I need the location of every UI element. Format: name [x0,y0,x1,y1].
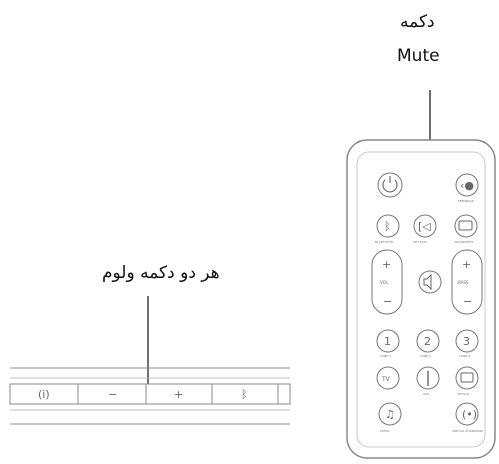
optical-button[interactable] [455,366,479,390]
volume-up-icon: + [382,258,391,271]
optical-duo-button[interactable]: [◁ [413,214,437,238]
tune1-caption: TUNE 1 [379,354,391,358]
tv-button[interactable]: TV [376,366,400,390]
surround-icon: (•) [462,408,477,421]
feedback-button[interactable]: ‹● [455,173,479,197]
mute-button[interactable] [418,270,442,294]
soundbar [9,367,291,425]
volume-down-icon: − [383,295,392,308]
bass-down-icon: − [463,295,472,308]
music-button[interactable]: ♫ [378,402,402,426]
svg-text:2: 2 [424,335,431,348]
vol-label: VOL [380,280,389,285]
bluetooth-button[interactable]: ᛒ [376,214,400,238]
soundbar-button-strip [9,383,291,405]
power-icon [382,179,398,193]
virtual-surround-button[interactable]: (•) [455,402,479,426]
volume-callout: هر دو دکمه ولوم [102,263,220,283]
feedback-icon: ‹● [460,179,474,192]
music-caption: MUSIC [380,429,390,433]
svg-text:1: 1 [384,335,391,348]
mute-callout-line1: دکمه [400,12,435,32]
tv-label: TV [381,376,391,383]
optical-caption: OPTICAL [457,392,470,396]
mute-callout-line2: Mute [397,46,440,66]
bluetooth-caption: BLUETOOTH [375,240,393,244]
bass-label: BASS [458,280,469,285]
volume-rocker[interactable]: + VOL − [371,249,403,315]
soundbar-volume-down-button[interactable]: − [108,388,117,401]
tune3-button[interactable]: 3 [455,329,479,353]
screen-icon [458,220,473,231]
bass-rocker[interactable]: + BASS − [451,249,483,315]
remote-inner-frame [356,151,486,448]
virtual-surround-caption: VIRTUAL SURROUND [452,429,484,433]
tune3-caption: TUNE 3 [458,354,470,358]
optical-duo-caption: OPT DUO [413,240,427,244]
soundshift-caption: SOUNDSHIFT [454,240,474,244]
soundbar-power-button[interactable]: (i) [38,388,50,401]
aux-button[interactable] [416,366,440,390]
soundshift-button[interactable] [454,214,478,238]
soundbar-bluetooth-button[interactable]: ᛒ [241,388,248,401]
svg-text:3: 3 [463,335,470,348]
input-icon: [◁ [418,220,431,233]
bass-up-icon: + [462,258,471,271]
optical-icon [460,372,474,383]
tune2-button[interactable]: 2 [416,329,440,353]
soundbar-volume-up-button[interactable]: + [174,388,183,401]
music-note-icon: ♫ [385,408,395,421]
power-button[interactable] [377,172,403,198]
bluetooth-icon: ᛒ [384,220,391,233]
aux-caption: AUX [423,392,429,396]
tune1-button[interactable]: 1 [376,329,400,353]
tune2-caption: TUNE 2 [419,354,431,358]
feedback-caption: FEEDBACK [458,199,475,203]
speaker-mute-icon [423,273,432,291]
